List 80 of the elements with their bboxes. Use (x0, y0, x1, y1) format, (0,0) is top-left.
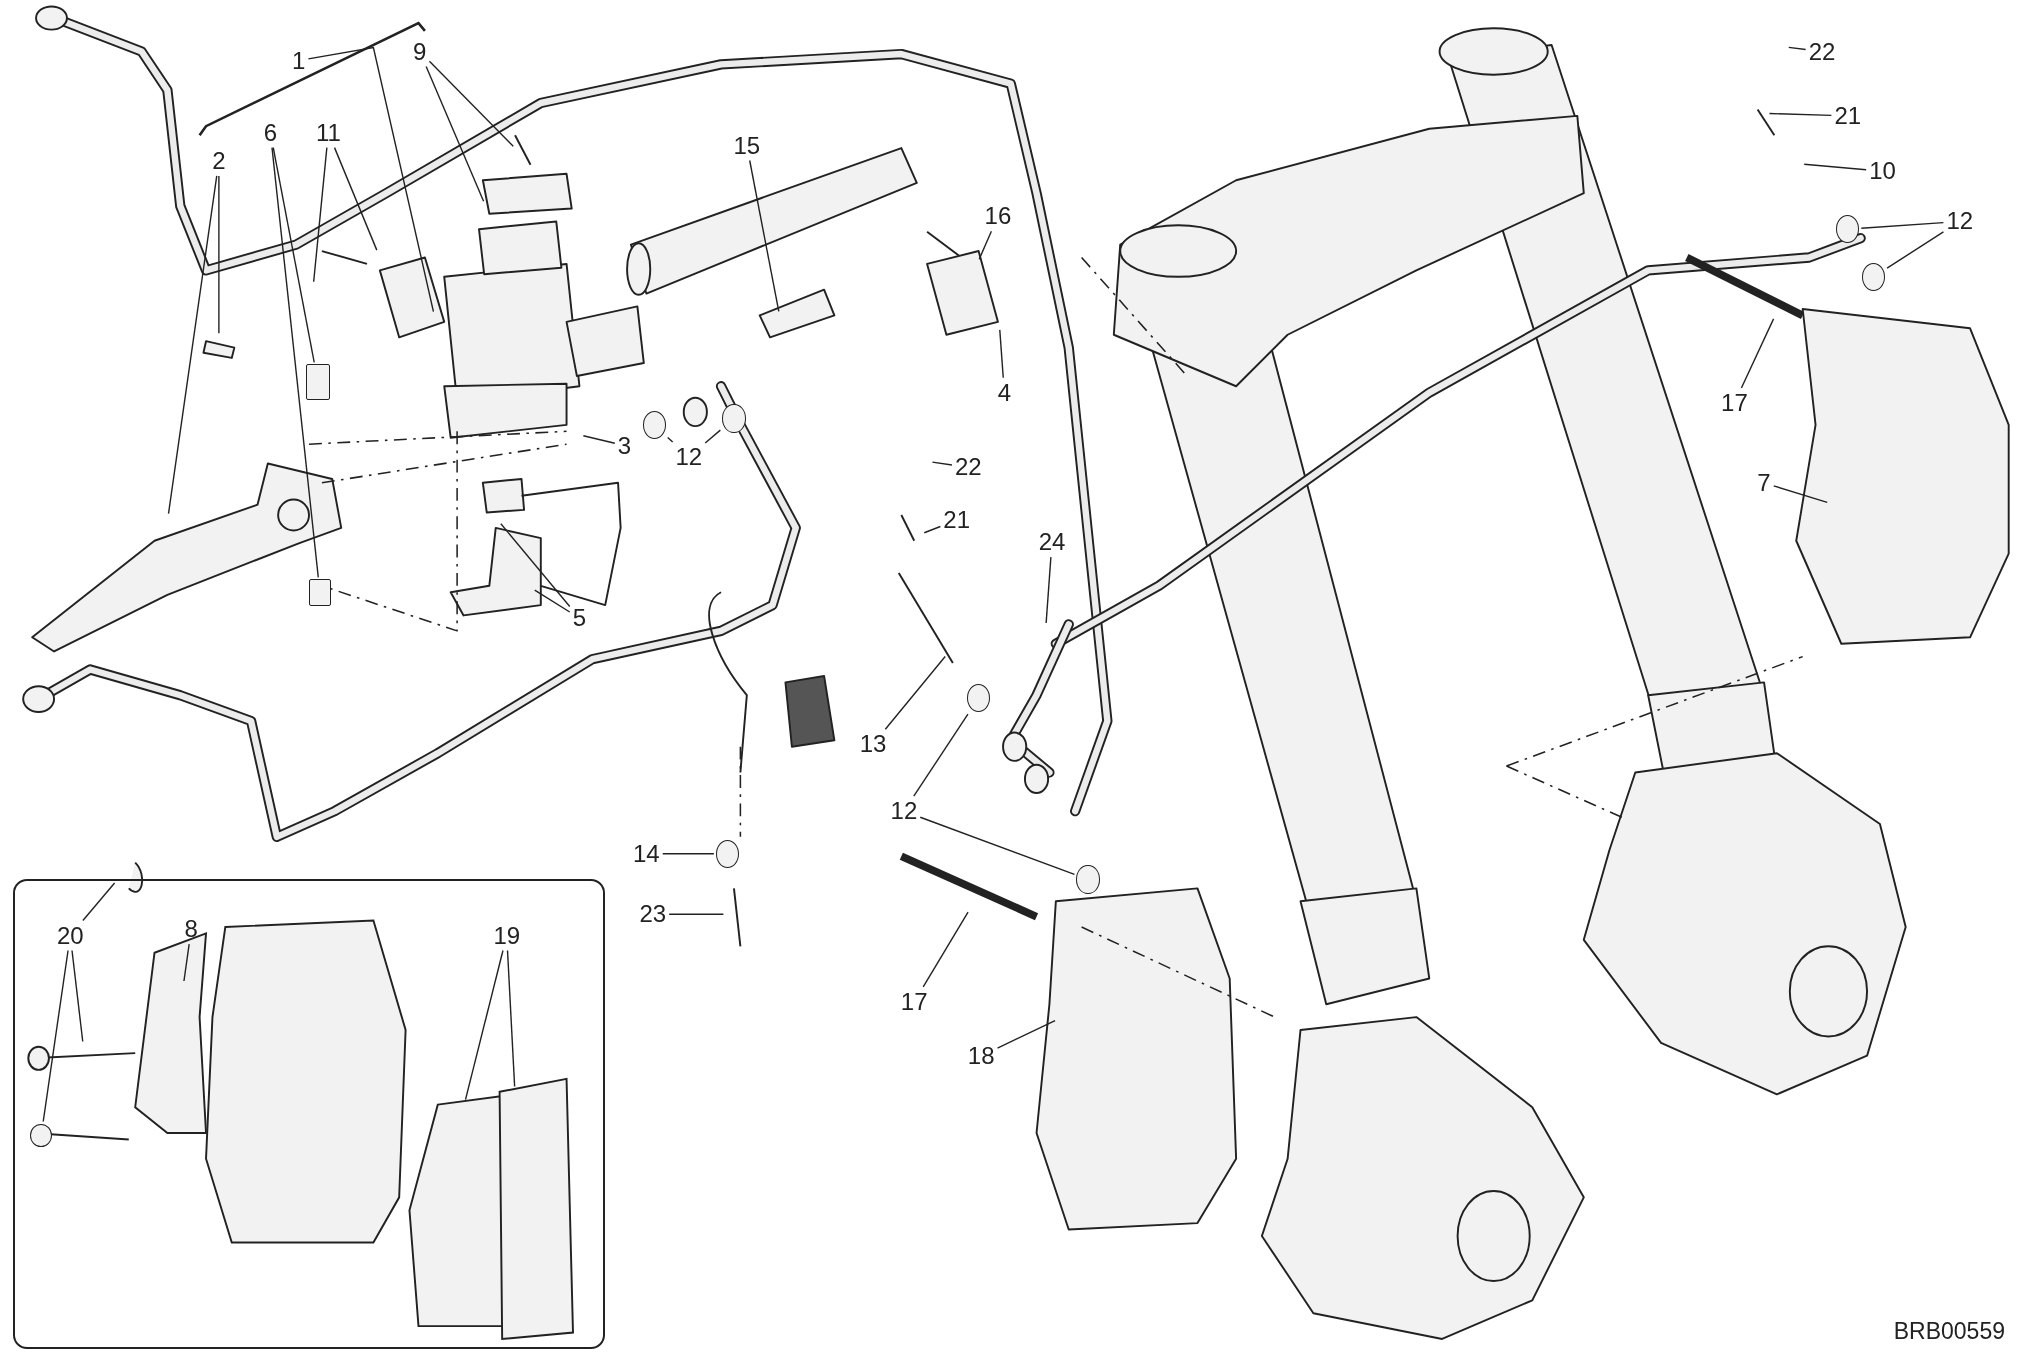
callout-number: 3 (616, 432, 633, 459)
washer (722, 404, 746, 433)
callout-number: 7 (1756, 469, 1772, 496)
callout-number: 16 (983, 203, 1013, 230)
leader-line (1768, 112, 1833, 117)
washer (1836, 215, 1860, 244)
leader-line (931, 461, 953, 466)
leader-line (1045, 556, 1052, 624)
washer (30, 1123, 53, 1147)
callout-number: 22 (1807, 38, 1837, 65)
leader-line (506, 949, 516, 1088)
leader-line (668, 913, 725, 915)
callout-number: 9 (412, 38, 428, 65)
callout-number: 12 (889, 798, 919, 825)
leader-line (307, 46, 435, 313)
leader-line (333, 146, 378, 251)
leader-line (582, 435, 616, 444)
callout-number: 2 (211, 147, 227, 174)
leader-line (923, 525, 942, 534)
callout-number: 15 (732, 132, 762, 159)
callout-number: 21 (1833, 102, 1863, 129)
callout-number: 12 (674, 444, 704, 471)
leader-line (1740, 318, 1775, 389)
nut (309, 579, 331, 607)
leader-line (1773, 485, 1828, 504)
leader-line (167, 175, 218, 515)
callout-number: 10 (1868, 158, 1897, 185)
callout-number: 22 (953, 454, 983, 481)
leader-line (1803, 163, 1867, 171)
washer (1076, 865, 1100, 894)
callout-number: 24 (1037, 529, 1067, 556)
leader-line (534, 589, 571, 613)
washer (967, 683, 991, 713)
leader-line (667, 436, 674, 443)
callout-number: 19 (492, 922, 522, 949)
leader-line (1860, 221, 1945, 229)
leader-line (271, 146, 319, 579)
leader-line (996, 1019, 1056, 1049)
callout-number: 21 (942, 507, 972, 534)
leader-line (183, 943, 190, 982)
callout-number: 14 (632, 840, 661, 867)
leader-line (1886, 231, 1945, 269)
leader-line (749, 159, 780, 313)
leader-line (313, 146, 328, 283)
leader-line (662, 853, 715, 855)
leader-line (999, 329, 1004, 379)
leader-line (425, 65, 485, 202)
leader-line (218, 175, 220, 334)
leader-line (272, 146, 315, 364)
callout-number: 8 (183, 916, 199, 943)
leader-line (978, 230, 993, 260)
callout-number: 1 (291, 47, 307, 74)
leader-line (42, 949, 69, 1123)
callout-number: 5 (571, 605, 588, 632)
leader-line (922, 911, 969, 988)
drawing-code: BRB00559 (1893, 1318, 2005, 1345)
callout-number: 4 (996, 379, 1012, 406)
washer (715, 839, 740, 868)
leader-line (464, 949, 504, 1101)
leader-line (919, 816, 1076, 876)
callout-number: 17 (1720, 390, 1749, 416)
washer (642, 410, 666, 440)
leader-line (1788, 46, 1807, 51)
leader-line (500, 523, 571, 608)
callout-number: 6 (262, 119, 279, 146)
leader-line (913, 713, 969, 797)
bolt (306, 364, 330, 401)
washer (1861, 262, 1886, 291)
leader-line (71, 949, 84, 1043)
callout-number: 23 (638, 901, 668, 928)
callout-number: 12 (1945, 208, 1975, 235)
leader-line (884, 655, 946, 730)
callout-number: 17 (899, 988, 929, 1015)
callout-number: 20 (55, 922, 85, 949)
callout-number: 18 (966, 1042, 996, 1069)
leader-line (82, 882, 116, 922)
callout-number: 11 (314, 119, 342, 146)
leader-line (704, 429, 722, 444)
leader-line (428, 60, 514, 147)
callout-number: 13 (858, 731, 888, 758)
